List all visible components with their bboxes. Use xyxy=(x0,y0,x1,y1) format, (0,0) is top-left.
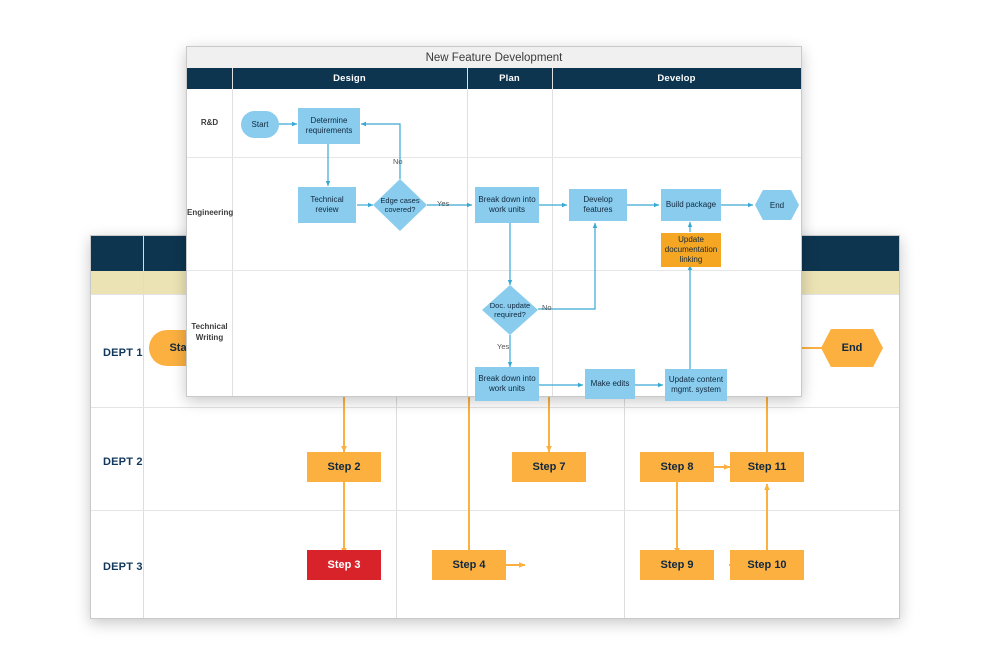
front-node-end[interactable]: End xyxy=(755,190,799,220)
front-node-bdi-plan-line1: Break down into xyxy=(478,195,536,204)
back-column-divider-3 xyxy=(624,236,625,618)
back-lane-label-dept-3: DEPT 3 xyxy=(103,561,143,573)
front-node-build-package[interactable]: Build package xyxy=(661,189,721,221)
back-lane-divider-2 xyxy=(91,407,899,408)
front-node-bdi-plan-line2: work units xyxy=(488,205,525,214)
front-node-technical-review-line1: Technical xyxy=(310,195,344,204)
front-column-divider-2 xyxy=(552,68,553,396)
front-node-doc-update-required[interactable]: Doc. update required? xyxy=(482,285,538,335)
front-node-determine-requirements[interactable]: Determine requirements xyxy=(298,108,360,144)
back-node-step-4[interactable]: Step 4 xyxy=(432,550,506,580)
front-node-break-down-into-work-units-tw[interactable]: Break down into work units xyxy=(475,367,539,401)
front-node-start[interactable]: Start xyxy=(241,111,279,138)
front-lane-label-tw-line1: Technical xyxy=(191,322,228,331)
front-lane-divider-1 xyxy=(187,157,801,158)
front-lane-label-tw-line2: Writing xyxy=(195,332,224,342)
back-lane-label-dept-1: DEPT 1 xyxy=(103,347,143,359)
front-edge-label-no-edge-cases: No xyxy=(393,157,403,166)
front-column-header-develop: Develop xyxy=(657,73,696,84)
front-node-upcms-line1: Update content xyxy=(668,375,724,384)
front-lane-label-engineering: Engineering xyxy=(187,208,234,217)
front-node-updoc-line3: linking xyxy=(679,255,703,264)
back-lane-divider-3 xyxy=(91,510,899,511)
back-column-divider-2 xyxy=(396,236,397,618)
front-panel-column-header-bar xyxy=(187,68,801,89)
front-node-edge-cases-covered[interactable]: Edge cases covered? xyxy=(373,179,427,231)
front-node-docupd-line2: required? xyxy=(494,310,526,319)
front-node-edge-cases-line1: Edge cases xyxy=(380,195,420,205)
back-node-step-2[interactable]: Step 2 xyxy=(307,452,381,482)
front-lane-label-technical-writing: Technical Writing xyxy=(187,322,232,344)
back-node-step-8[interactable]: Step 8 xyxy=(640,452,714,482)
back-node-step-10[interactable]: Step 10 xyxy=(730,550,804,580)
new-feature-development-panel: New Feature Development Design Plan Deve… xyxy=(186,46,802,401)
front-node-bdi-tw-line2: work units xyxy=(488,384,525,393)
back-node-end[interactable]: End xyxy=(821,329,883,367)
front-edge-label-no-doc-update: No xyxy=(542,303,552,312)
back-node-step-7[interactable]: Step 7 xyxy=(512,452,586,482)
back-lane-label-dept-2: DEPT 2 xyxy=(103,456,143,468)
front-node-break-down-into-work-units-plan[interactable]: Break down into work units xyxy=(475,187,539,223)
front-node-determine-requirements-line1: Determine xyxy=(310,116,348,125)
front-edge-label-yes-edge-cases: Yes xyxy=(437,199,450,208)
front-node-make-edits[interactable]: Make edits xyxy=(585,369,635,399)
front-column-header-plan: Plan xyxy=(499,73,520,84)
front-node-update-content-mgmt-system[interactable]: Update content mgmt. system xyxy=(665,369,727,401)
back-node-step-11[interactable]: Step 11 xyxy=(730,452,804,482)
front-node-updoc-line1: Update xyxy=(678,235,704,244)
front-node-update-documentation-linking[interactable]: Update documentation linking xyxy=(661,233,721,267)
front-node-docupd-line1: Doc. update xyxy=(489,300,531,310)
front-lane-divider-2 xyxy=(187,270,801,271)
back-node-step-9[interactable]: Step 9 xyxy=(640,550,714,580)
front-column-divider-0 xyxy=(232,68,233,396)
front-node-upcms-line2: mgmt. system xyxy=(671,385,721,394)
front-node-bdi-tw-line1: Break down into xyxy=(478,374,536,383)
front-node-edge-cases-line2: covered? xyxy=(384,205,416,214)
back-node-step-3[interactable]: Step 3 xyxy=(307,550,381,580)
front-node-develop-features[interactable]: Develop features xyxy=(569,189,627,221)
front-lane-label-rd: R&D xyxy=(200,118,219,127)
front-node-updoc-line2: documentation xyxy=(664,245,718,254)
front-node-technical-review[interactable]: Technical review xyxy=(298,187,356,223)
front-column-divider-1 xyxy=(467,68,468,396)
front-edge-label-yes-doc-update: Yes xyxy=(497,342,510,351)
front-panel-title: New Feature Development xyxy=(187,47,801,68)
front-node-determine-requirements-line2: requirements xyxy=(305,126,353,135)
front-column-header-design: Design xyxy=(333,73,366,84)
front-node-technical-review-line2: review xyxy=(315,205,339,214)
back-column-divider-1 xyxy=(143,236,144,618)
